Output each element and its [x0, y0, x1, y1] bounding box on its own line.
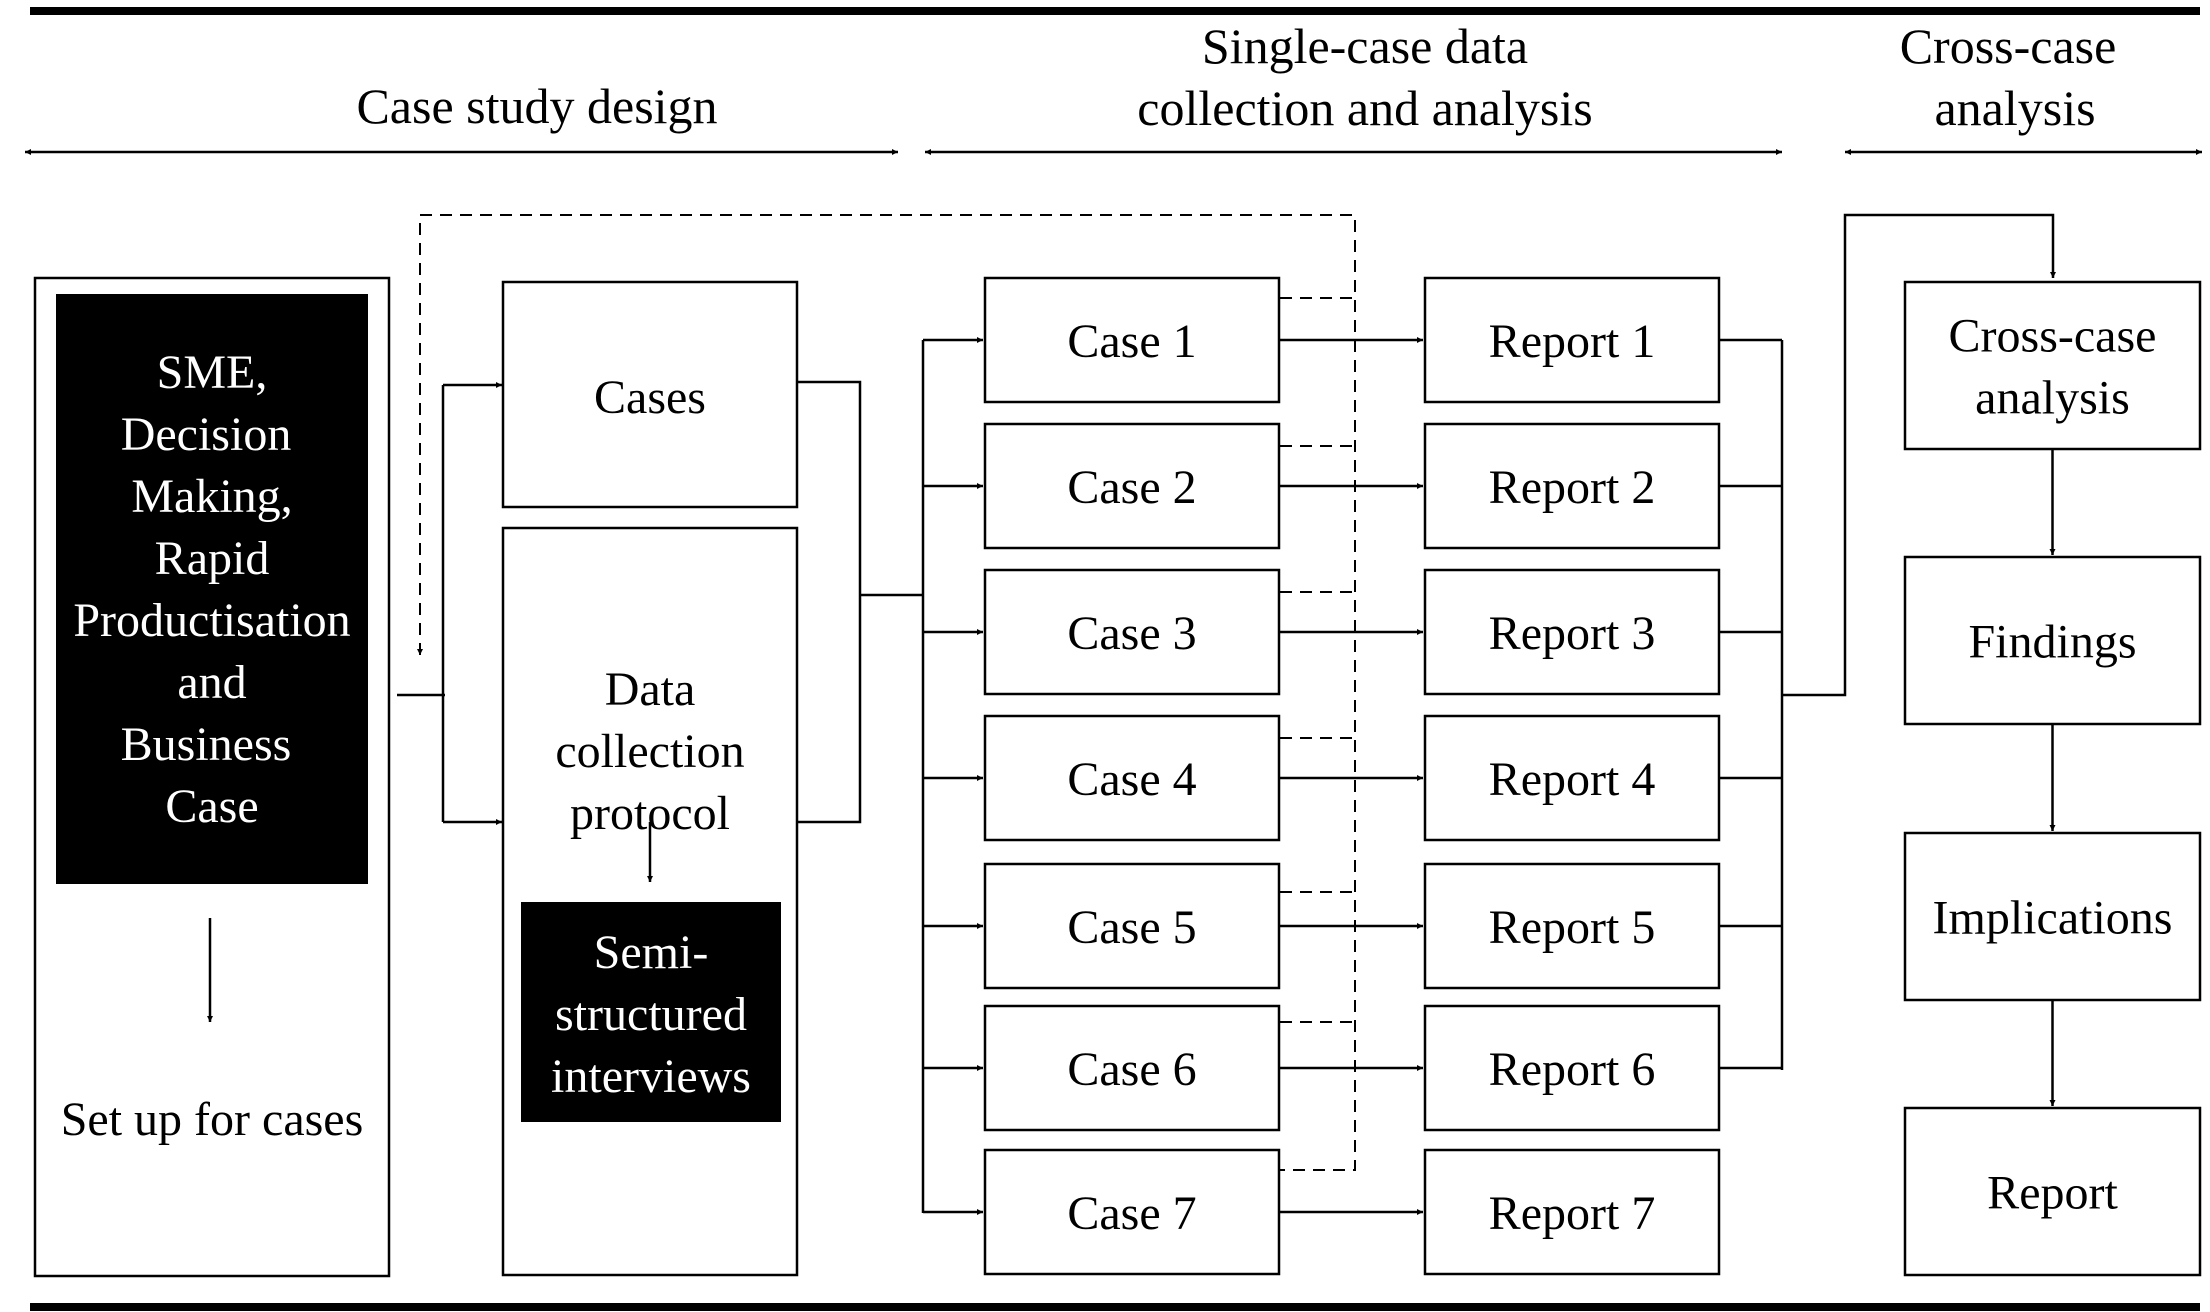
focus-line-5: Productisation	[73, 594, 350, 647]
interviews-line-1: Semi-	[594, 926, 709, 979]
case-label-6: Case 6	[1067, 1043, 1196, 1096]
focus-line-2: Decision	[121, 408, 292, 461]
report-label-1: Report 1	[1489, 315, 1656, 368]
report-label-7: Report 7	[1489, 1187, 1656, 1240]
case-label-2: Case 2	[1067, 461, 1196, 514]
case-report-rows: Case 1 Report 1 Case 2 Report 2 Case 3 Report…	[923, 276, 1782, 1276]
focus-line-3: Making,	[131, 470, 292, 523]
report-label-3: Report 3	[1489, 607, 1656, 660]
cross-step-label-1-1: Cross-case	[1949, 310, 2157, 363]
focus-line-4: Rapid	[155, 532, 270, 585]
cross-step-label-2-1: Findings	[1968, 616, 2136, 669]
bottom-rule	[30, 1303, 2200, 1311]
cases-box-label: Cases	[594, 371, 706, 424]
protocol-line-2: collection	[555, 725, 744, 778]
setup-box	[33, 276, 391, 1278]
focus-line-8: Case	[165, 780, 258, 833]
phase-single-label-line2: collection and analysis	[1137, 80, 1592, 136]
report-label-5: Report 5	[1489, 901, 1656, 954]
cross-step-label-1-2: analysis	[1975, 372, 2130, 425]
case-label-4: Case 4	[1067, 753, 1196, 806]
cross-step-box-4	[1903, 1106, 2202, 1277]
report-label-2: Report 2	[1489, 461, 1656, 514]
cross-step-label-4-1: Report	[1987, 1167, 2118, 1220]
phase-single-label-line1: Single-case data	[1202, 18, 1528, 74]
protocol-box	[501, 526, 799, 1277]
phase-cross-label-line1: Cross-case	[1900, 18, 2117, 74]
reports-to-cross-arrow	[1782, 213, 2056, 697]
interviews-line-2: structured	[555, 988, 747, 1041]
case-label-1: Case 1	[1067, 315, 1196, 368]
focus-line-1: SME,	[157, 346, 268, 399]
cases-out-bracket	[797, 380, 862, 824]
cases-box	[501, 280, 799, 509]
case-label-3: Case 3	[1067, 607, 1196, 660]
protocol-line-1: Data	[605, 663, 696, 716]
report-label-6: Report 6	[1489, 1043, 1656, 1096]
case-label-5: Case 5	[1067, 901, 1196, 954]
focus-box	[56, 294, 368, 884]
case-label-7: Case 7	[1067, 1187, 1196, 1240]
phase-cross-label-line2: analysis	[1934, 80, 2095, 136]
focus-text: SME, Decision Making, Rapid Productisati…	[73, 346, 350, 833]
interviews-box	[521, 902, 781, 1122]
top-rule	[30, 7, 2200, 15]
report-label-4: Report 4	[1489, 753, 1656, 806]
interviews-line-3: interviews	[551, 1050, 751, 1103]
cross-case-steps: Cross-case analysisFindingsImplicationsRe…	[1903, 280, 2202, 1277]
focus-line-6: and	[177, 656, 246, 709]
cross-step-label-3-1: Implications	[1933, 892, 2173, 945]
report-box-7	[1423, 1148, 1721, 1276]
setup-caption: Set up for cases	[61, 1093, 364, 1146]
phase-design-label: Case study design	[356, 78, 717, 134]
focus-line-7: Business	[121, 718, 292, 771]
